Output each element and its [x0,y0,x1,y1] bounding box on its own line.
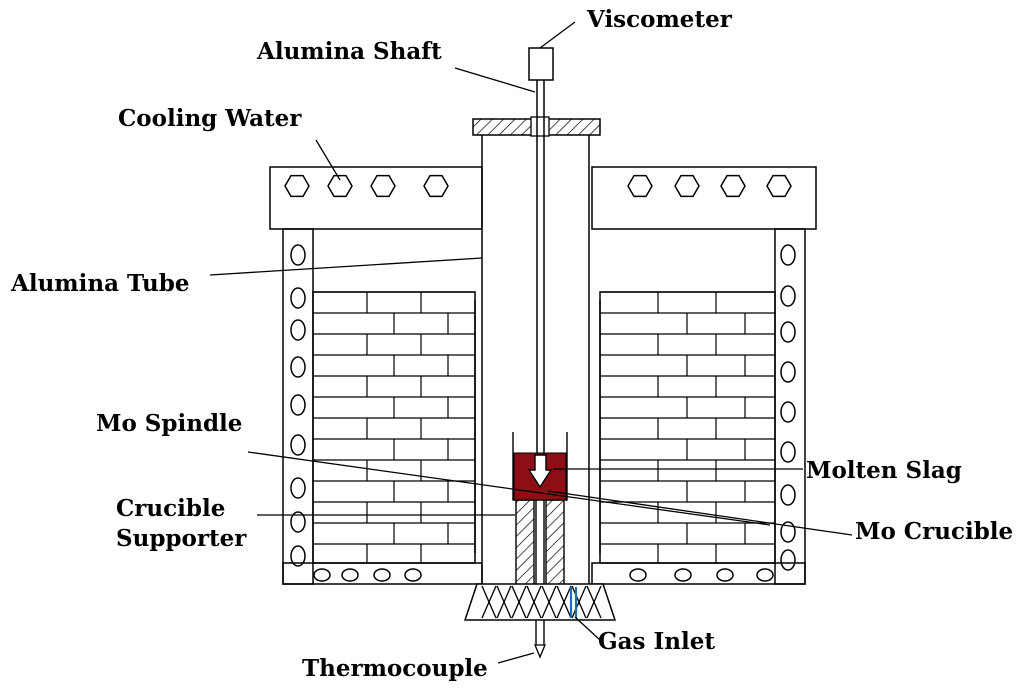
alumina-tube [481,135,590,590]
heating-coil-oval [780,361,796,383]
alumina-shaft [536,80,545,455]
label-gas-inlet: Gas Inlet [598,628,715,655]
heating-coil-oval [290,511,306,533]
heating-coil-oval [674,568,692,582]
heating-coil-oval [290,319,306,341]
heating-coil-oval [290,287,306,309]
label-molten-slag: Molten Slag [806,457,962,484]
base-hatch-line [556,585,572,619]
heating-coil-oval [716,568,734,582]
heating-coil-oval [629,568,647,582]
heating-coil-oval [756,568,774,582]
cooling-water-hex [766,174,792,198]
heating-coil-oval [780,521,796,543]
heating-coil-oval [780,285,796,307]
label-thermocouple: Thermocouple [302,655,488,682]
heating-coil-oval [290,434,306,456]
label-crucible-supporter-line2: Supporter [116,525,247,552]
label-crucible-supporter: Crucible Supporter [116,495,246,552]
cooling-water-hex [327,174,353,198]
label-cooling-water: Cooling Water [118,105,302,132]
label-viscometer: Viscometer [587,6,732,33]
heating-coil-oval [341,568,359,582]
heating-coil-oval [780,441,796,463]
label-mo-spindle: Mo Spindle [96,410,243,437]
heating-coil-oval [290,356,306,378]
thermocouple-tip [534,644,546,659]
viscometer-head [528,47,554,81]
heating-coil-oval [780,321,796,343]
cooling-water-hex [423,174,449,198]
cooling-water-hex [284,174,310,198]
gas-inlet-pipe [569,587,578,618]
refractory-bricks-left [313,291,475,563]
refractory-bricks-right [600,291,775,563]
heating-coil-oval [290,394,306,416]
cooling-water-hex [720,174,746,198]
cooling-water-hex [370,174,396,198]
label-mo-crucible: Mo Crucible [855,518,1014,545]
label-alumina-shaft: Alumina Shaft [257,38,442,65]
heating-coil-oval [780,484,796,506]
cooling-water-channels [284,174,792,198]
base-hatch-line [496,585,512,619]
heating-coil-oval [290,545,306,567]
heating-coil-oval [290,244,306,266]
base-hatch-line [526,585,542,619]
leader-lines [209,21,853,664]
base-hatch-line [511,585,527,619]
label-alumina-tube: Alumina Tube [11,270,190,297]
base-hatch-line [571,585,587,619]
heating-coil-oval [373,568,391,582]
heating-coil-oval [780,401,796,423]
label-crucible-supporter-line1: Crucible [116,495,226,522]
base-hatch-line [541,585,557,619]
base-hatch-line [586,585,602,619]
base-hatch-line [481,585,497,619]
crucible-supporter [515,499,565,591]
mo-spindle [527,454,553,489]
heating-coil-oval [780,549,796,571]
heating-coil-oval [313,568,331,582]
heating-coil-oval [404,568,422,582]
cooling-water-hex [627,174,653,198]
heating-coil-oval [290,477,306,499]
cooling-water-hex [674,174,700,198]
thermocouple-rod [535,500,545,645]
heating-coil-oval [780,244,796,266]
heating-coils [290,244,796,582]
furnace-base [463,583,617,621]
